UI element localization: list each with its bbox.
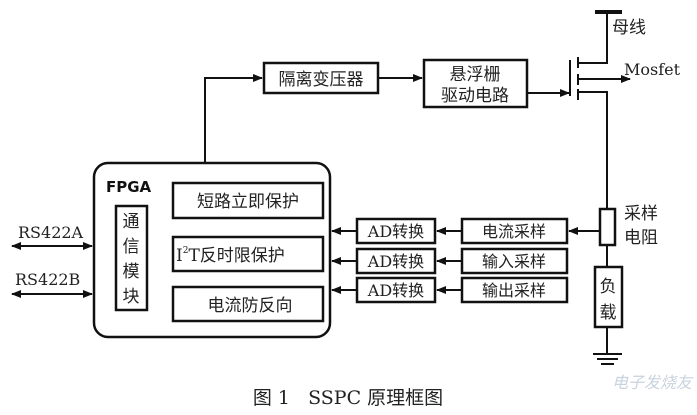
load-char: 负 xyxy=(600,277,617,297)
ad-row: AD转换 电流采样 xyxy=(331,217,600,245)
fpga-label: FPGA xyxy=(106,178,152,196)
sample-label: 输入采样 xyxy=(482,252,546,271)
ad-label: AD转换 xyxy=(367,281,424,300)
rs422b-label: RS422B xyxy=(15,270,80,289)
ad-label: AD转换 xyxy=(367,222,424,241)
ad-row: AD转换 输入采样 xyxy=(331,247,569,275)
i2t-protection-label: I2T反时限保护 xyxy=(176,246,285,266)
bus-label: 母线 xyxy=(612,18,646,38)
figure-caption: 图 1 SSPC 原理框图 xyxy=(253,387,443,409)
load-char: 载 xyxy=(600,303,617,323)
reverse-current-box xyxy=(171,285,325,323)
isolation-transformer-label: 隔离变压器 xyxy=(279,70,364,90)
i2t-protection-box xyxy=(171,235,325,273)
comm-module-char: 信 xyxy=(123,237,140,257)
sample-label: 输出采样 xyxy=(482,281,546,300)
gate-driver-label-1: 悬浮栅 xyxy=(450,65,501,85)
rs422a-label: RS422A xyxy=(18,223,84,242)
resistor-label-2: 电阻 xyxy=(624,228,658,248)
mosfet-symbol xyxy=(569,10,631,209)
sample-label: 电流采样 xyxy=(482,222,546,241)
ground-icon xyxy=(593,327,622,365)
load-box xyxy=(593,265,624,329)
short-circuit-protection-label: 短路立即保护 xyxy=(197,192,299,212)
gate-driver-box xyxy=(422,58,529,109)
ad-row: AD转换 输出采样 xyxy=(331,276,569,304)
comm-module-char: 通 xyxy=(123,212,140,232)
comm-module-char: 模 xyxy=(123,262,140,282)
isolation-transformer-box xyxy=(262,61,380,95)
watermark-logo: 电子发烧友 xyxy=(612,373,694,392)
short-circuit-protection-box xyxy=(171,181,325,220)
fpga-to-transformer-arrow xyxy=(204,74,263,163)
resistor-label-1: 采样 xyxy=(624,204,658,224)
mosfet-label: Mosfet xyxy=(624,60,681,79)
sampling-resistor xyxy=(598,207,617,247)
gate-driver-label-2: 驱动电路 xyxy=(441,86,509,106)
reverse-current-label: 电流防反向 xyxy=(208,296,293,316)
ad-label: AD转换 xyxy=(367,252,424,271)
comm-module-box xyxy=(114,204,149,312)
comm-module-char: 块 xyxy=(123,287,140,307)
